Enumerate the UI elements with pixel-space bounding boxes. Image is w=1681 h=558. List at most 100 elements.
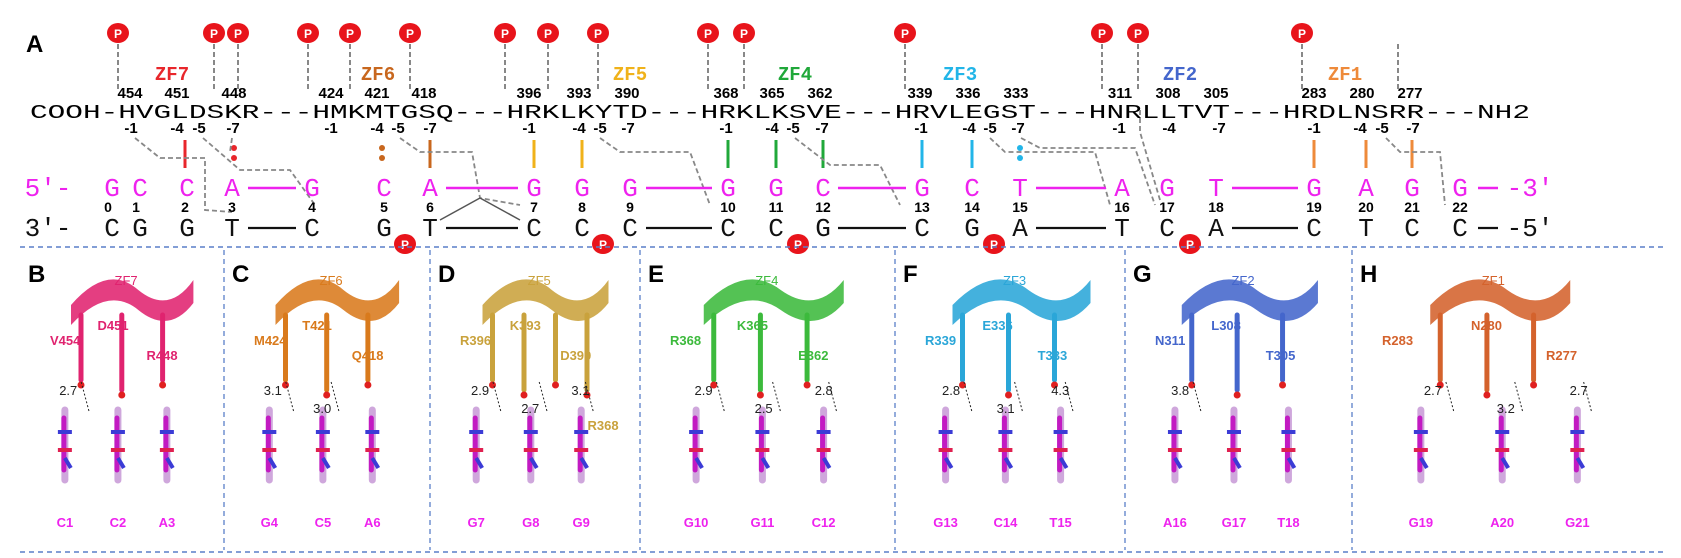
residue-label: D390 [560, 348, 591, 363]
base-number: 22 [1452, 199, 1468, 215]
phospho-label: P [406, 27, 414, 41]
residue-label: R283 [1382, 333, 1413, 348]
base-number: 17 [1159, 199, 1175, 215]
base-number: 3 [228, 199, 236, 215]
finger-label: ZF1 [1482, 273, 1505, 288]
position-number: -5 [391, 120, 404, 137]
panel-letter: G [1133, 261, 1152, 288]
phospho-label: P [234, 27, 242, 41]
base-label: G13 [933, 515, 958, 530]
base-number: 20 [1358, 199, 1374, 215]
position-number: -1 [1112, 120, 1125, 137]
panel-e: EZF4R368K365E3622.92.52.8G10G11C12 [648, 261, 844, 530]
phospho-marker: P [1091, 23, 1113, 43]
base-label: C1 [57, 515, 74, 530]
bottom-base: G [132, 214, 148, 244]
residue-number: 283 [1301, 85, 1326, 102]
residue-number: 280 [1349, 85, 1374, 102]
base-label: G10 [684, 515, 709, 530]
position-number: -4 [170, 120, 184, 137]
residue-label: R396 [460, 333, 491, 348]
base-label: G9 [573, 515, 590, 530]
base-number: 12 [815, 199, 831, 215]
panel-letter: H [1360, 261, 1377, 288]
position-number: -5 [593, 120, 606, 137]
phospho-marker: P [297, 23, 319, 43]
phospho-label: P [304, 27, 312, 41]
base-number: 6 [426, 199, 434, 215]
residue-number: 421 [364, 85, 389, 102]
distance-label: 2.7 [521, 401, 539, 416]
residue-number: 393 [566, 85, 591, 102]
bottom-base: 3′- [25, 214, 72, 244]
finger-label-zf2: ZF2 [1163, 64, 1197, 86]
bottom-base: A [1208, 214, 1224, 244]
phospho-marker: P [787, 234, 809, 254]
residue-number: 424 [318, 85, 344, 102]
base-number: 19 [1306, 199, 1322, 215]
finger-label: ZF6 [320, 273, 343, 288]
residue-label: E336 [982, 318, 1012, 333]
finger-label: ZF5 [528, 273, 551, 288]
phospho-marker: P [1179, 234, 1201, 254]
phospho-label: P [599, 238, 607, 252]
bottom-base: -5′ [1507, 214, 1554, 244]
position-number: -5 [192, 120, 205, 137]
phospho-label: P [346, 27, 354, 41]
residue-number: 368 [713, 85, 738, 102]
residue-label: N311 [1155, 333, 1185, 348]
position-number: -1 [1307, 120, 1320, 137]
phospho-label: P [210, 27, 218, 41]
base-label: G4 [261, 515, 279, 530]
distance-label: 2.7 [1424, 383, 1442, 398]
base-number: 14 [964, 199, 980, 215]
phospho-marker: P [339, 23, 361, 43]
position-number: -5 [786, 120, 799, 137]
phospho-label: P [1098, 27, 1106, 41]
phospho-marker: P [1127, 23, 1149, 43]
residue-number: 339 [907, 85, 932, 102]
bottom-base: C [1452, 214, 1468, 244]
bottom-base: C [526, 214, 542, 244]
residue-label: T305 [1266, 348, 1296, 363]
base-number: 21 [1404, 199, 1420, 215]
phospho-marker: P [537, 23, 559, 43]
residue-number: 451 [164, 85, 189, 102]
residue-label: D451 [98, 318, 129, 333]
base-label: C12 [812, 515, 836, 530]
position-number: -1 [324, 120, 337, 137]
phospho-marker: P [227, 23, 249, 43]
residue-number: 336 [955, 85, 980, 102]
residue-label: N280 [1471, 318, 1502, 333]
phospho-label: P [1186, 238, 1194, 252]
dna-top-strand: 5′-GCCAGCAGGGGGCGCTAGTGAGG-3′ [25, 174, 1554, 204]
residue-label: V454 [50, 333, 81, 348]
base-label: G21 [1565, 515, 1590, 530]
residue-label: T333 [1038, 348, 1068, 363]
phospho-label: P [501, 27, 509, 41]
residue-number: 305 [1203, 85, 1228, 102]
finger-label: ZF7 [115, 273, 138, 288]
panel-c: CZF6M424T421Q4183.13.0G4C5A6 [232, 261, 399, 530]
distance-label: 2.9 [695, 383, 713, 398]
bottom-base: C [304, 214, 320, 244]
base-number: 5 [380, 199, 388, 215]
bottom-base: C [1306, 214, 1322, 244]
residue-number: 454 [117, 85, 143, 102]
base-number: 13 [914, 199, 930, 215]
position-number: -4 [962, 120, 976, 137]
distance-label: 2.8 [815, 383, 833, 398]
base-label: G11 [750, 515, 774, 530]
finger-label: ZF3 [1003, 273, 1026, 288]
bottom-base: A [1012, 214, 1028, 244]
base-label: A16 [1163, 515, 1187, 530]
phospho-label: P [901, 27, 909, 41]
base-number: 7 [530, 199, 538, 215]
position-number: -4 [572, 120, 586, 137]
position-number: -1 [522, 120, 535, 137]
finger-label-zf6: ZF6 [361, 64, 395, 86]
